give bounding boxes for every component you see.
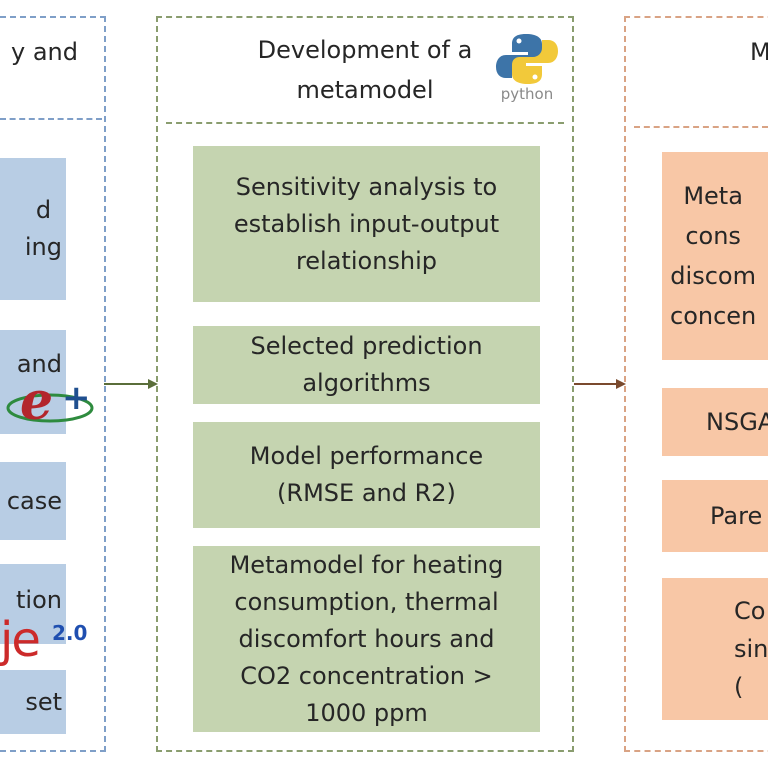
python-logo-text: python [500,85,554,103]
right-box-3: Pare [662,480,768,552]
left-box-1: d ing [0,158,66,300]
left-box-3-label: case [0,462,66,540]
model-performance-box: Model performance (RMSE and R2) [193,422,540,528]
energyplus-logo-graphic [6,393,94,423]
right-box-2-label: NSGA [662,388,768,456]
metamodel-column-frame [156,16,574,752]
right-box-1-label: Meta cons discom concen [662,152,768,360]
arrow-to-metamodel [104,379,158,389]
python-logo-graphic [496,34,558,84]
metamodel-column-divider [166,122,564,124]
prediction-algorithms-box: Selected prediction algorithms [193,326,540,404]
right-column-header: M [750,38,768,66]
left-box-1-label: d ing [0,158,66,300]
left-box-5-label: set [0,670,66,734]
right-box-4: Co sin ( [662,578,768,720]
jeplus-logo-version: 2.0 [52,621,88,645]
left-box-2: and [0,330,66,434]
right-column-frame [624,16,768,752]
right-box-2: NSGA [662,388,768,456]
jeplus-logo: je 2.0 [0,612,96,672]
arrow-to-optimization [574,379,626,389]
left-column-divider [0,118,102,120]
metamodel-output-box: Metamodel for heating consumption, therm… [193,546,540,732]
left-box-5: set [0,670,66,734]
left-box-3: case [0,462,66,540]
metamodel-header-line2: metamodel [296,76,434,104]
right-box-4-label: Co sin ( [662,578,768,720]
energyplus-logo-plus: + [62,378,91,418]
right-box-1: Meta cons discom concen [662,152,768,360]
sensitivity-analysis-box: Sensitivity analysis to establish input-… [193,146,540,302]
left-box-4-label: tion [0,564,66,644]
energyplus-logo-letter: e [20,371,54,432]
energyplus-logo: e + [0,374,94,432]
metamodel-header-line1: Development of a [257,36,473,64]
jeplus-logo-text: je [0,612,41,668]
left-box-4: tion [0,564,66,644]
right-box-3-label: Pare [662,480,768,552]
right-column-divider [634,126,768,128]
python-logo: python [490,30,564,108]
left-box-2-label: and [0,330,66,434]
left-column-header: y and [11,38,78,66]
